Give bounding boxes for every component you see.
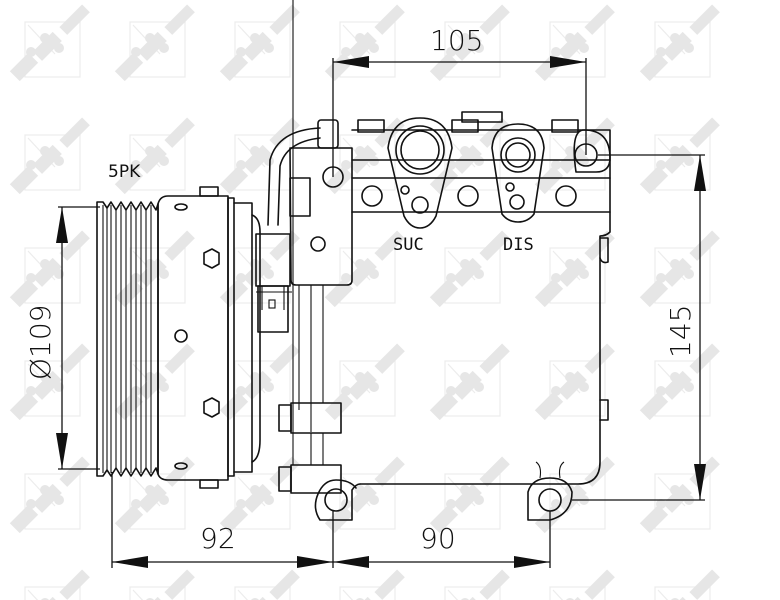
hex-bolt-icon (203, 248, 220, 269)
clutch-housing (157, 186, 261, 489)
dim-109-label: Ø109 (24, 305, 57, 380)
pulley (96, 201, 159, 477)
hex-bolt-icon (203, 397, 220, 418)
dim-145-label: 145 (664, 305, 697, 358)
dim-90-label: 90 (420, 522, 456, 555)
mount-ear-left (314, 479, 361, 521)
dimension-top-width: 105 (332, 24, 587, 177)
dim-92-label: 92 (200, 522, 236, 555)
discharge-port (491, 123, 545, 223)
suction-port-label: SUC (393, 235, 424, 255)
suction-port (387, 117, 453, 229)
mounting-bracket (278, 0, 353, 494)
discharge-port-label: DIS (503, 235, 534, 255)
dimension-height: 145 (572, 154, 706, 501)
dimension-pulley-diameter: Ø109 (24, 206, 100, 470)
belt-profile-label: 5PK (108, 162, 141, 182)
dimension-pulley-offset: 92 (111, 472, 334, 568)
dim-105-label: 105 (430, 24, 483, 57)
dimension-mount-spacing: 90 (333, 511, 551, 568)
